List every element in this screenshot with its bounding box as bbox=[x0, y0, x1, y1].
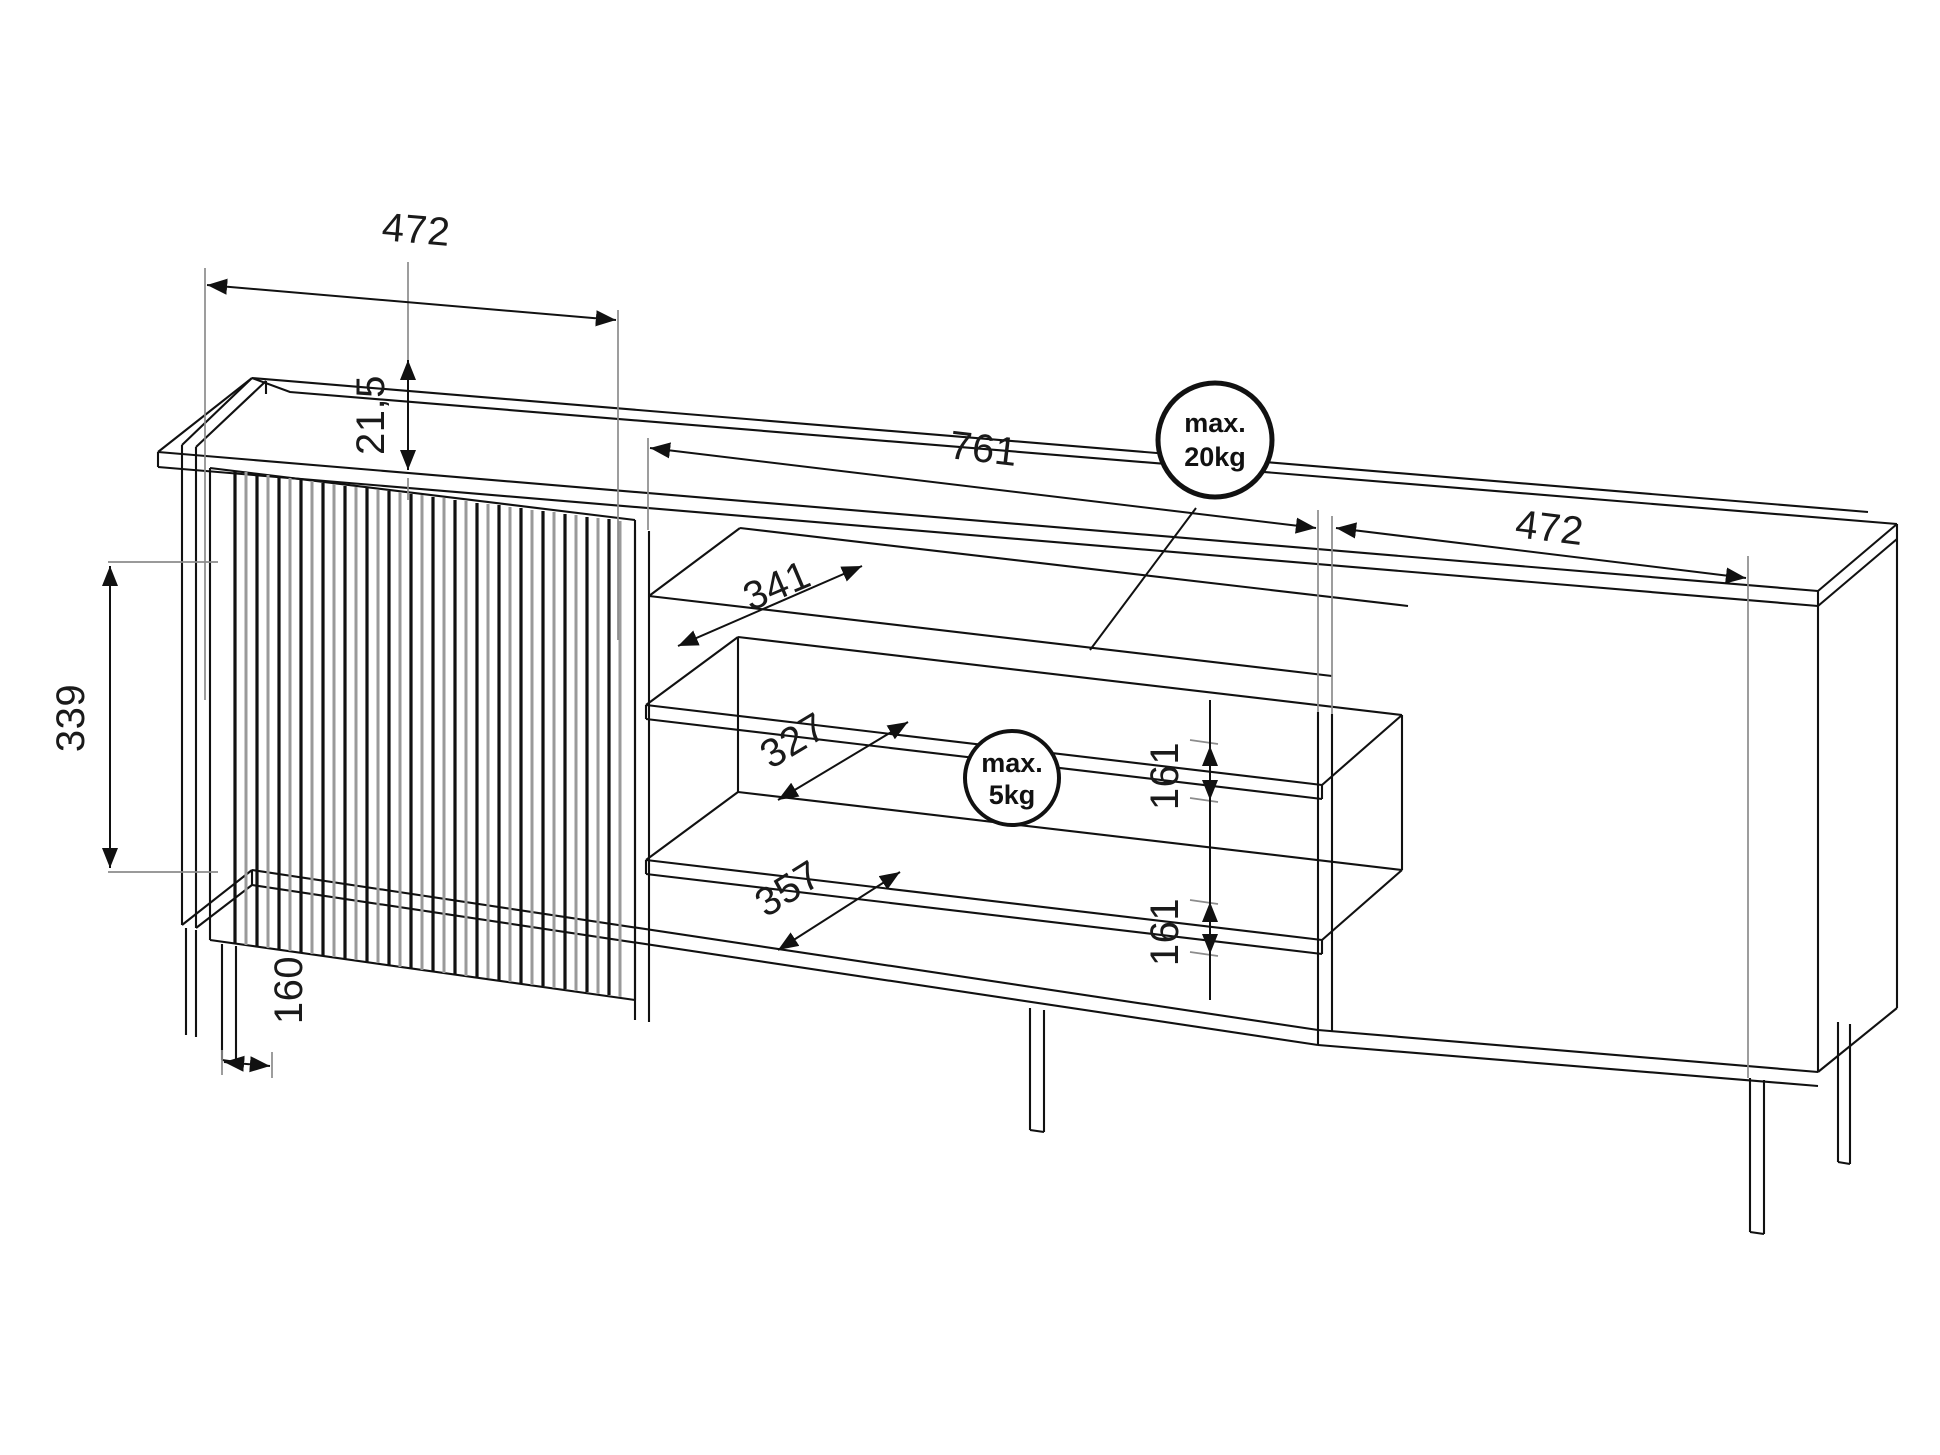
dimline-right-472 bbox=[1335, 522, 1747, 584]
left-carcass-top-chamfer bbox=[181, 377, 253, 446]
leader-line-20kg bbox=[1089, 507, 1197, 651]
dim-label-right-472: 472 bbox=[1513, 502, 1586, 554]
upper-shelf-right-depth bbox=[1321, 714, 1403, 786]
dim-label-357: 357 bbox=[748, 852, 829, 925]
dimension-labels: 472 21,5 339 160 761 472 341 327 357 161… bbox=[49, 205, 1586, 1024]
left-door-top-edge bbox=[209, 466, 636, 522]
dim-label-left-472: 472 bbox=[380, 205, 452, 255]
dim-label-339: 339 bbox=[49, 684, 93, 752]
bottom-board-front-bottom-edge bbox=[251, 883, 1319, 1047]
upper-shelf-rear-edge bbox=[737, 635, 1403, 717]
dimension-lines bbox=[101, 278, 1747, 1073]
top-board-back-to-right bbox=[251, 377, 1898, 526]
dim-label-160: 160 bbox=[267, 956, 311, 1024]
dim-label-327: 327 bbox=[753, 704, 834, 777]
upper-shelf-left-depth bbox=[645, 636, 739, 706]
lower-shelf-left-depth bbox=[645, 791, 739, 861]
extension-lines bbox=[108, 262, 1749, 1078]
lower-shelf-front-bottom-edge bbox=[645, 872, 1323, 956]
lower-shelf-front-top-edge bbox=[645, 858, 1323, 942]
top-board-back-edge bbox=[251, 376, 1869, 514]
top-board-right-bottom-chamfer bbox=[1817, 538, 1898, 607]
bottom-board-front-top-edge bbox=[251, 868, 1319, 1032]
top-board-right-side-top bbox=[1817, 523, 1898, 592]
max-5kg-line2: 5kg bbox=[989, 780, 1036, 810]
dimline-left-472 bbox=[206, 278, 617, 327]
lower-shelf-right-depth bbox=[1321, 869, 1403, 941]
max-20kg-line2: 20kg bbox=[1184, 442, 1246, 472]
ext-161-b bbox=[1189, 797, 1219, 803]
center-top-interior-left-depth bbox=[648, 527, 741, 597]
dim-label-341: 341 bbox=[737, 552, 817, 619]
left-carcass-top-chamfer-2 bbox=[195, 380, 267, 448]
dimline-357 bbox=[777, 871, 901, 951]
max-5kg-line1: max. bbox=[981, 748, 1043, 778]
fluted-door-ribs bbox=[233, 471, 611, 995]
callout-circle-20kg bbox=[1155, 380, 1275, 500]
dim-label-215: 21,5 bbox=[349, 375, 393, 455]
max-load-20kg-callout: max. 20kg bbox=[1089, 380, 1275, 651]
ext-161-d bbox=[1189, 951, 1219, 957]
left-carcass-bottom-chamfer bbox=[181, 869, 253, 926]
max-20kg-line1: max. bbox=[1184, 408, 1246, 438]
dimline-327 bbox=[777, 721, 909, 801]
max-load-5kg-callout: max. 5kg bbox=[963, 729, 1061, 827]
center-top-interior-rear bbox=[739, 526, 1409, 608]
ext-161-a bbox=[1189, 739, 1219, 745]
fluted-door-rib-shadows bbox=[244, 472, 622, 997]
dimline-761 bbox=[649, 442, 1317, 534]
dim-label-161-lower: 161 bbox=[1143, 898, 1187, 966]
right-cabinet-bottom-front-edge bbox=[1317, 1028, 1819, 1074]
lower-shelf-rear-edge bbox=[737, 790, 1403, 872]
dim-label-161-upper: 161 bbox=[1143, 742, 1187, 810]
leg-center-front-foot bbox=[1029, 1128, 1045, 1134]
leg-right-rear-foot bbox=[1837, 1160, 1851, 1166]
dim-label-761: 761 bbox=[947, 423, 1020, 475]
dimline-341 bbox=[677, 565, 863, 647]
right-cabinet-bottom-right-chamfer bbox=[1817, 1007, 1898, 1073]
bottom-board-right-extension bbox=[1317, 1043, 1819, 1088]
left-carcass-bottom-chamfer-2 bbox=[195, 884, 253, 929]
callout-circle-5kg bbox=[963, 729, 1061, 827]
leg-right-front-foot bbox=[1749, 1230, 1765, 1236]
ext-161-c bbox=[1189, 899, 1219, 905]
dimline-160 bbox=[223, 1055, 271, 1073]
